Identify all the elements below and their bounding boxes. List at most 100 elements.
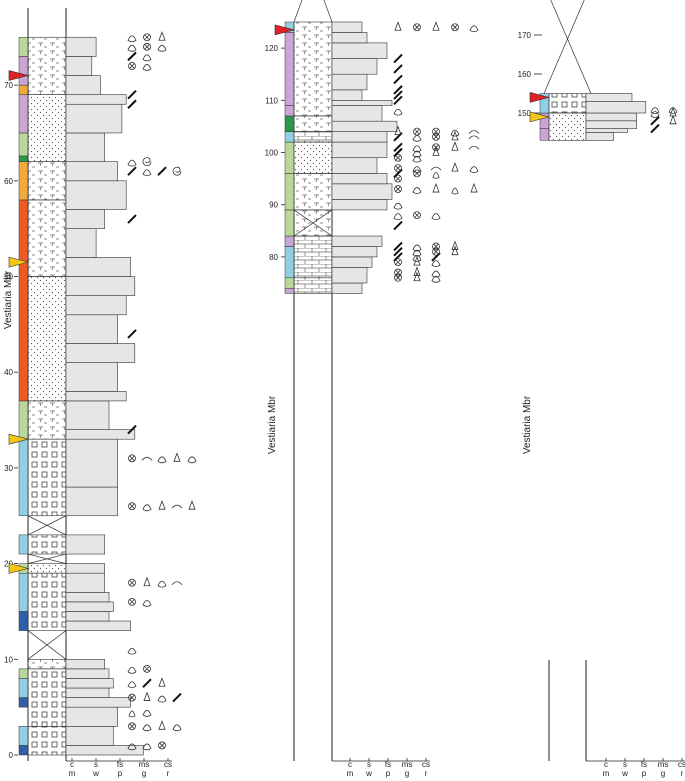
facies-segment xyxy=(18,84,29,95)
bed xyxy=(331,199,388,211)
facies-color-bar-1 xyxy=(18,37,29,756)
sequence-marker-triangle xyxy=(8,256,30,268)
bioturbation-icon xyxy=(393,74,403,85)
grain-scale-label: w xyxy=(92,769,99,778)
brachiopod-icon xyxy=(650,107,660,114)
brachiopod-icon xyxy=(142,169,152,177)
bed xyxy=(65,611,110,622)
bioturbation-icon xyxy=(127,51,137,62)
coral-icon xyxy=(413,127,421,136)
lithology-unit xyxy=(293,173,333,211)
bed xyxy=(65,668,110,679)
covered-interval xyxy=(293,209,333,237)
grain-scale-label: c xyxy=(604,760,608,769)
facies-segment xyxy=(18,132,29,157)
facies-segment xyxy=(18,726,29,746)
lithology-unit xyxy=(27,199,67,277)
facies-segment xyxy=(284,105,295,117)
covered-interval xyxy=(27,630,67,660)
lithology-unit xyxy=(27,668,67,727)
lithology-unit xyxy=(293,21,333,117)
facies-segment xyxy=(284,141,295,174)
covered-interval xyxy=(27,553,67,564)
bed xyxy=(331,173,388,185)
grain-scale-label: s xyxy=(623,760,627,769)
brachiopod-icon xyxy=(412,166,422,174)
grain-scale-label: cs xyxy=(422,760,430,769)
depth-tick-label: 170 xyxy=(518,31,532,40)
bed xyxy=(585,112,637,122)
bioturbation-icon xyxy=(127,424,137,435)
grain-scale-label: cs xyxy=(164,760,172,769)
bioturbation-icon xyxy=(127,329,137,339)
brachiopod-icon xyxy=(157,456,167,464)
brachiopod-icon xyxy=(393,213,403,221)
coral-icon xyxy=(395,259,401,265)
coral-icon xyxy=(129,599,135,605)
grain-scale-label: fs xyxy=(385,760,391,769)
coral-icon xyxy=(159,742,165,749)
sequence-marker-triangle xyxy=(529,92,551,103)
bioturbation-icon xyxy=(393,220,403,231)
brachiopod-icon xyxy=(142,724,152,732)
bed xyxy=(65,161,118,182)
brachiopod-icon xyxy=(127,681,137,689)
coral-icon xyxy=(395,269,401,276)
lithology-unit xyxy=(27,725,67,756)
bioturbation-icon xyxy=(393,147,403,158)
lithology-unit xyxy=(548,112,587,141)
bed xyxy=(65,534,106,555)
facies-segment xyxy=(18,37,29,57)
bed xyxy=(585,128,628,133)
coral-icon xyxy=(414,170,420,177)
grain-scale-label: p xyxy=(386,769,391,778)
lithology-unit xyxy=(293,141,333,174)
bed xyxy=(65,400,110,430)
grain-scale-label: c xyxy=(70,760,74,769)
coral-icon xyxy=(128,62,136,70)
brachiopod-icon xyxy=(142,54,152,62)
bed xyxy=(65,438,118,488)
coral-icon xyxy=(129,723,135,730)
coral-icon xyxy=(128,722,136,731)
bed xyxy=(65,56,93,76)
grain-scale-label: m xyxy=(347,769,354,778)
bed xyxy=(65,209,106,229)
brachiopod-icon xyxy=(668,107,678,114)
lithology-column-2 xyxy=(293,0,333,294)
lithology-column-3 xyxy=(543,0,592,141)
bed xyxy=(331,267,368,284)
lithology-unit xyxy=(27,400,67,440)
coral-icon xyxy=(128,502,136,511)
fossil-icons-1 xyxy=(127,31,197,751)
bioturbation-icon xyxy=(127,89,137,100)
depth-tick-label: 90 xyxy=(269,201,278,210)
gastropod-icon xyxy=(158,720,166,730)
facies-segment xyxy=(18,611,29,631)
crinoid-icon xyxy=(468,130,480,134)
grain-scale-label: m xyxy=(69,769,76,778)
bioturbation-icon xyxy=(393,142,403,152)
coral-icon xyxy=(395,274,401,281)
grain-scale-label: g xyxy=(142,769,146,778)
gastropod-icon xyxy=(158,500,166,510)
facies-segment xyxy=(284,173,295,211)
coral-icon xyxy=(394,153,402,162)
bed xyxy=(331,120,398,132)
covered-interval xyxy=(27,515,67,536)
brachiopod-icon xyxy=(187,456,197,464)
crinoid-icon xyxy=(171,504,183,509)
lithology-unit xyxy=(27,563,67,574)
facies-segment xyxy=(284,115,295,132)
bed xyxy=(65,103,123,134)
bed xyxy=(331,89,363,101)
coral-icon xyxy=(129,63,135,69)
bed-profile-2 xyxy=(331,21,398,294)
depth-tick-label: 150 xyxy=(518,109,532,118)
gastropod-icon xyxy=(173,452,181,462)
bioturbation-icon xyxy=(172,692,182,703)
bed xyxy=(585,93,633,102)
grain-scale-label: r xyxy=(681,769,684,778)
bioturbation-icon xyxy=(393,95,403,106)
